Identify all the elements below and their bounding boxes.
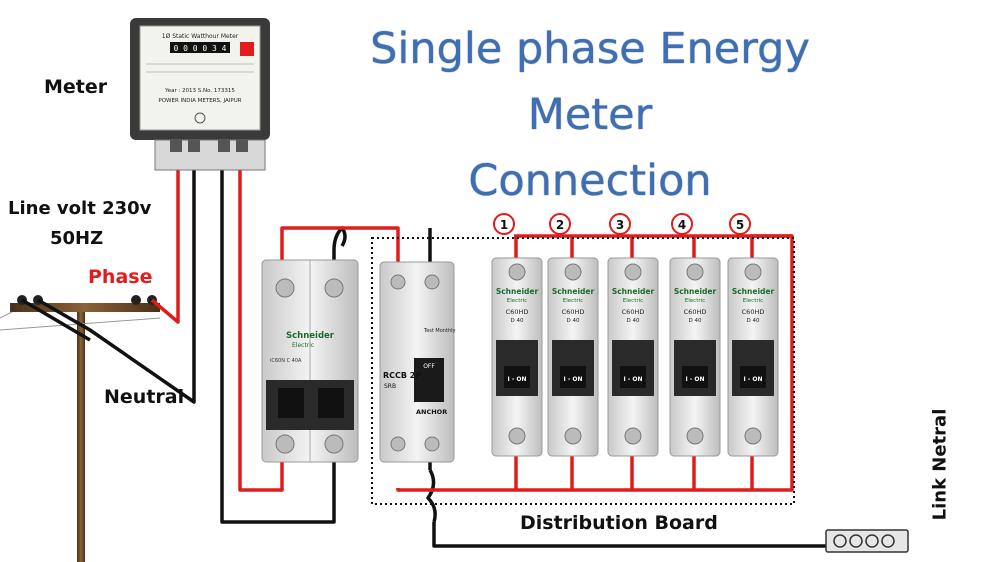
neutral-link-bar — [825, 529, 909, 553]
phase-wires — [150, 148, 794, 492]
meter-seal-icon — [194, 112, 206, 124]
meter-year-serial: Year : 2013 S.No. 173315 — [164, 88, 235, 94]
meter-label: Meter — [44, 76, 108, 98]
rccb-state: OFF — [423, 363, 435, 370]
mcb-brand: Schneider — [674, 287, 717, 296]
mcb-model: C60HD — [684, 308, 707, 316]
mcb-sub: Electric — [743, 298, 763, 304]
mcb-number-circle — [609, 213, 631, 235]
distribution-board-outline — [371, 237, 795, 505]
mcb-brand: Schneider — [612, 287, 655, 296]
frequency-label: 50HZ — [50, 228, 104, 249]
meter-reading: 0 0 0 0 3 4 — [174, 44, 227, 53]
mcb-brand: Schneider — [496, 287, 539, 296]
rccb-brand: ANCHOR — [416, 408, 447, 416]
mcb-number: 2 — [556, 218, 564, 232]
mcb-number-circle — [671, 213, 693, 235]
line-volt-label: Line volt 230v — [8, 198, 152, 219]
mcb-state: I - ON — [743, 376, 762, 383]
main-breaker-model: iC60N C 40A — [270, 358, 302, 364]
meter-display — [170, 42, 230, 53]
main-breaker: Schneider Electric iC60N C 40A — [261, 259, 359, 463]
mcb-state: I - ON — [685, 376, 704, 383]
main-breaker-sub: Electric — [292, 342, 314, 349]
mcb-state: I - ON — [507, 376, 526, 383]
rccb-model: RCCB 2P — [383, 371, 421, 380]
meter-brand: POWER INDIA METERS, JAIPUR — [158, 98, 241, 104]
mcb-model: C60HD — [742, 308, 765, 316]
mcb-state: I - ON — [623, 376, 642, 383]
neutral-label: Neutral — [104, 386, 185, 408]
distribution-board-label: Distribution Board — [520, 512, 718, 534]
mcb-brand: Schneider — [732, 287, 775, 296]
energy-meter: 1Ø Static Watthour Meter 0 0 0 0 3 4 Yea… — [130, 18, 270, 171]
mcb-model: C60HD — [506, 308, 529, 316]
meter-logo-icon — [240, 42, 254, 56]
mcb-sub: Electric — [507, 298, 527, 304]
mcb-rating: D 40 — [567, 318, 580, 324]
mcb-number: 1 — [500, 218, 508, 232]
phase-label: Phase — [88, 266, 153, 288]
mcb-rating: D 40 — [747, 318, 760, 324]
mcb-rating: D 40 — [627, 318, 640, 324]
title-line-2: Meter — [527, 90, 653, 140]
mcb-model: C60HD — [562, 308, 585, 316]
mcb-sub: Electric — [623, 298, 643, 304]
mcb-sub: Electric — [563, 298, 583, 304]
mcb-number-circle — [549, 213, 571, 235]
mcb-brand: Schneider — [552, 287, 595, 296]
main-breaker-brand: Schneider — [286, 331, 335, 341]
mcb-sub: Electric — [685, 298, 705, 304]
rccb-type: SRB — [384, 383, 396, 390]
rccb-test-label: Test Monthly — [423, 328, 455, 334]
mcb-number-circle — [493, 213, 515, 235]
rccb: Test Monthly OFF RCCB 2P SRB ANCHOR — [379, 261, 455, 463]
title-line-3: Connection — [468, 156, 712, 206]
meter-header: 1Ø Static Watthour Meter — [162, 33, 239, 40]
mcb-state: I - ON — [563, 376, 582, 383]
mcb-number-circle — [729, 213, 751, 235]
meter-terminals — [170, 140, 248, 152]
mcb-rating: D 40 — [511, 318, 524, 324]
mcb-model: C60HD — [622, 308, 645, 316]
mcb-number: 5 — [736, 218, 744, 232]
link-neutral-label: Link Netral — [929, 408, 951, 521]
mcb-rating: D 40 — [689, 318, 702, 324]
title-line-1: Single phase Energy — [370, 24, 810, 74]
mcb-number: 3 — [616, 218, 624, 232]
mcb-number: 4 — [678, 218, 686, 232]
